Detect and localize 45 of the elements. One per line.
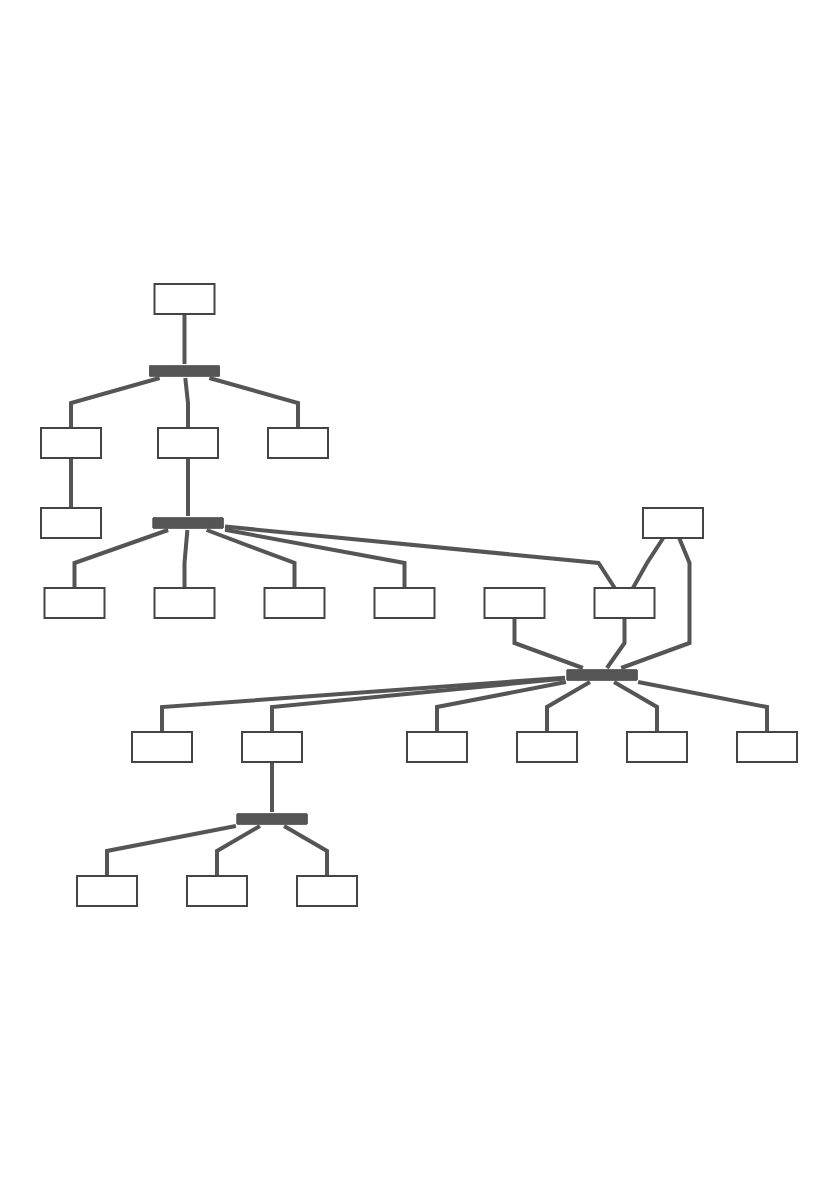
node-box	[736, 731, 798, 763]
connector	[545, 680, 591, 732]
node-box	[40, 507, 102, 539]
node-box	[153, 283, 216, 315]
node-box	[593, 587, 656, 619]
connector	[105, 824, 237, 876]
connector	[205, 528, 297, 588]
node-box	[263, 587, 326, 619]
connector	[72, 528, 169, 588]
connector	[69, 458, 73, 508]
node-box	[483, 587, 546, 619]
node-box	[626, 731, 688, 763]
node-box	[186, 875, 248, 907]
connector	[512, 618, 584, 670]
node-box	[153, 587, 216, 619]
connector	[224, 527, 407, 588]
node-box	[76, 875, 138, 907]
node-box	[642, 507, 704, 539]
connector	[605, 618, 627, 670]
node-box	[131, 731, 193, 763]
connector	[613, 680, 659, 732]
node-box	[43, 587, 106, 619]
connector	[637, 680, 769, 732]
node-box	[373, 587, 436, 619]
node-box	[40, 427, 102, 459]
node-box	[406, 731, 468, 763]
connector	[182, 314, 187, 364]
connector	[224, 524, 617, 590]
node-box	[296, 875, 358, 907]
connector	[183, 377, 190, 428]
connector	[620, 537, 692, 670]
connector	[69, 376, 161, 428]
connector	[160, 675, 566, 732]
connector	[270, 676, 566, 732]
connector	[186, 458, 190, 516]
node-box	[241, 731, 303, 763]
node-box	[267, 427, 329, 459]
connector	[215, 824, 261, 876]
node-box	[516, 731, 578, 763]
connector	[435, 680, 567, 732]
connector	[208, 376, 300, 428]
connector	[270, 762, 274, 812]
connector	[182, 529, 190, 588]
node-box	[157, 427, 219, 459]
connector	[283, 824, 329, 876]
